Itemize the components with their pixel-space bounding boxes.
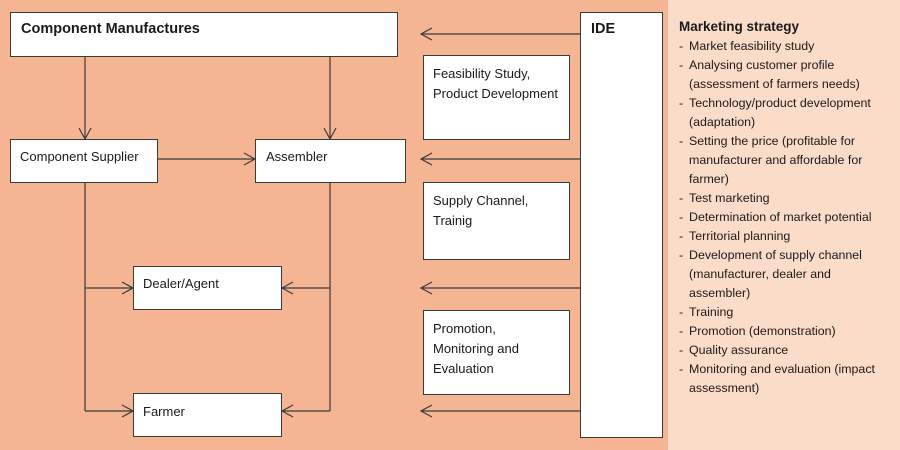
node-ide: IDE (580, 12, 663, 438)
activity-line: Supply Channel, (433, 193, 529, 208)
activity-line: Evaluation (433, 361, 494, 376)
node-label: Component Manufactures (21, 21, 200, 37)
list-item: Development of supply channel (manufactu… (679, 246, 895, 303)
node-label: IDE (591, 21, 616, 37)
marketing-strategy-list: Market feasibility study Analysing custo… (679, 37, 895, 398)
activity-line: Feasibility Study, (433, 66, 531, 81)
node-label: Dealer/Agent (143, 276, 219, 291)
node-component-manufactures: Component Manufactures (10, 12, 398, 57)
list-item: Determination of market potential (679, 208, 895, 227)
node-dealer-agent: Dealer/Agent (133, 266, 282, 310)
marketing-strategy-title: Marketing strategy (679, 19, 800, 34)
activity-line: Promotion, (433, 321, 496, 336)
list-item: Setting the price (profitable for manufa… (679, 132, 895, 189)
list-item: Test marketing (679, 189, 895, 208)
activity-line: Trainig (433, 213, 473, 228)
node-farmer: Farmer (133, 393, 282, 437)
list-item: Technology/product development (adaptati… (679, 94, 895, 132)
list-item: Promotion (demonstration) (679, 322, 895, 341)
ide-activity-promotion: Promotion, Monitoring and Evaluation (423, 310, 570, 395)
list-item: Monitoring and evaluation (impact assess… (679, 360, 895, 398)
ide-activity-supply: Supply Channel, Trainig (423, 182, 570, 260)
activity-line: Product Development (433, 86, 559, 101)
node-component-supplier: Component Supplier (10, 139, 158, 183)
node-assembler: Assembler (255, 139, 406, 183)
list-item: Training (679, 303, 895, 322)
node-label: Assembler (266, 149, 328, 164)
ide-activity-feasibility: Feasibility Study, Product Development (423, 55, 570, 140)
list-item: Quality assurance (679, 341, 895, 360)
list-item: Territorial planning (679, 227, 895, 246)
node-label: Component Supplier (20, 149, 139, 164)
list-item: Analysing customer profile (assessment o… (679, 56, 895, 94)
activity-line: Monitoring and (433, 341, 519, 356)
node-label: Farmer (143, 404, 185, 419)
list-item: Market feasibility study (679, 37, 895, 56)
